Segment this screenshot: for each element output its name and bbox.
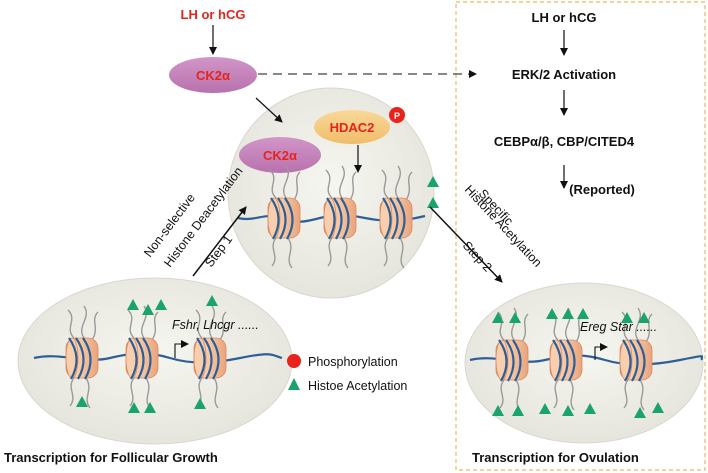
acetyl-triangle bbox=[509, 312, 521, 323]
left-cell-title: Transcription for Follicular Growth bbox=[4, 450, 218, 465]
tss-arrow-right bbox=[594, 343, 608, 360]
acetyl-triangle bbox=[127, 299, 139, 310]
legend-acetyl-label: Histoe Acetylation bbox=[308, 379, 407, 393]
acetyl-triangle bbox=[128, 402, 140, 413]
hdac2-node bbox=[314, 110, 390, 144]
acetyl-triangle bbox=[144, 402, 156, 413]
ck2a-node-top bbox=[169, 57, 257, 93]
acetyl-triangle bbox=[194, 398, 206, 409]
legend-acetyl-icon bbox=[288, 378, 300, 390]
nucleosome bbox=[495, 307, 529, 411]
ck2a-node-center bbox=[239, 137, 321, 173]
reported-label: (Reported) bbox=[569, 182, 635, 197]
acetyl-triangle bbox=[584, 403, 596, 414]
tss-arrow-left bbox=[174, 340, 189, 358]
nucleosome bbox=[619, 307, 653, 411]
acetyl-triangle bbox=[76, 396, 88, 407]
acetyl-triangle bbox=[546, 308, 558, 319]
ovulation-pathway-box bbox=[455, 1, 706, 471]
nucleosome bbox=[379, 165, 413, 269]
factors-label: CEBPα/β, CBP/CITED4 bbox=[494, 134, 635, 149]
acetyl-triangle bbox=[577, 308, 589, 319]
acetyl-triangle bbox=[562, 308, 574, 319]
phospho-mark-label: P bbox=[394, 111, 400, 121]
acetyl-triangle bbox=[492, 312, 504, 323]
acetyl-triangle bbox=[652, 402, 664, 413]
ck2a-to-cell-arrow bbox=[255, 97, 283, 123]
nucleosome bbox=[267, 165, 301, 269]
erk-label: ERK/2 Activation bbox=[512, 67, 616, 82]
acetyl-triangle bbox=[427, 176, 439, 187]
acetyl-triangle bbox=[638, 312, 650, 323]
legend-phospho-icon bbox=[287, 354, 301, 368]
right-panel-title: Transcription for Ovulation bbox=[472, 450, 639, 465]
acetyl-triangle bbox=[539, 403, 551, 414]
hdac2-label: HDAC2 bbox=[330, 120, 375, 135]
step2-label: Step 2 bbox=[460, 238, 495, 274]
acetyl-triangle bbox=[427, 197, 439, 208]
nucleosome bbox=[125, 305, 159, 409]
step2-arrow bbox=[429, 206, 503, 283]
ck2a-label-center: CK2α bbox=[263, 148, 297, 163]
left-gene-names: Fshr, Lhcgr ...... bbox=[172, 318, 259, 332]
acetyl-triangle bbox=[512, 405, 524, 416]
acetyl-triangle bbox=[621, 312, 633, 323]
acetyl-triangle bbox=[142, 304, 154, 315]
step1-label: Step 1 bbox=[202, 232, 235, 269]
phospho-mark bbox=[389, 107, 405, 123]
stimulus-label-right: LH or hCG bbox=[532, 10, 597, 25]
acetyl-triangle bbox=[206, 295, 218, 306]
legend-phospho-label: Phosphorylation bbox=[308, 355, 398, 369]
acetyl-triangle bbox=[562, 405, 574, 416]
step1-arrow bbox=[192, 206, 247, 277]
nucleosome bbox=[193, 305, 227, 409]
ck2a-label-top: CK2α bbox=[196, 68, 230, 83]
acetyl-triangle bbox=[155, 299, 167, 310]
nucleosome bbox=[65, 305, 99, 409]
nucleosome bbox=[323, 165, 357, 269]
stimulus-label-left: LH or hCG bbox=[181, 7, 246, 22]
acetyl-triangle bbox=[634, 407, 646, 418]
right-gene-names: Ereg Star ...... bbox=[580, 320, 657, 334]
acetyl-triangle bbox=[492, 405, 504, 416]
